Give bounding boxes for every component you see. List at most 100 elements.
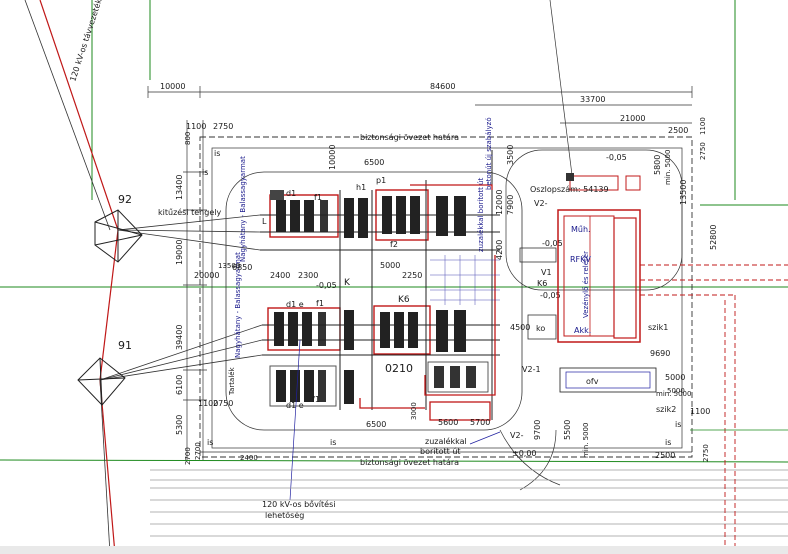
min5000-b: min. 5000	[582, 423, 590, 458]
dim-2750-tr: 2750	[699, 142, 707, 160]
dim-4500: 4500	[510, 323, 530, 332]
tower-92	[94, 209, 143, 263]
dim-52800: 52800	[709, 225, 718, 250]
v2-top-label: V2-	[534, 199, 548, 208]
v1-label: V1	[541, 268, 552, 277]
kituzesi-label: kitűzési tengely	[158, 207, 221, 217]
label-bay-0210: 0210	[385, 362, 413, 375]
bay-label-lower: Nagyhátany - Balassagyarmat	[234, 252, 242, 358]
dim-10000-mid: 10000	[328, 145, 337, 170]
dim-5700: 5700	[470, 418, 490, 427]
dim-9690: 9690	[650, 349, 670, 358]
v2-mid-label: V2-1	[522, 365, 541, 374]
vezerlo-label: Vezénylő és relétér	[581, 251, 590, 318]
level-neg005-a: -0,05	[316, 281, 337, 290]
line-120kv-label: 120 kV-os távvezeték	[67, 0, 103, 83]
transmission-line-wires	[24, 0, 263, 554]
dim-39400: 39400	[175, 325, 184, 350]
dim-800: 800	[184, 132, 192, 145]
dim-5000-r2: 5000	[667, 387, 685, 395]
level-neg005-d: -0,05	[542, 239, 563, 248]
tower-91-label: 91	[118, 339, 132, 352]
dim-5000-r1: 5000	[665, 373, 685, 382]
label-k6-mid: K6	[398, 295, 410, 305]
szik2-label: szik2	[656, 405, 676, 414]
label-d1-b: d1 e	[286, 300, 304, 309]
v2-bottom-label: V2-	[510, 431, 524, 440]
dim-2700: 2700	[184, 447, 192, 465]
tower-91	[77, 357, 126, 406]
dim-33700: 33700	[580, 95, 605, 104]
dim-5500: 5500	[563, 420, 572, 440]
dim-5000-mid: 5000	[380, 261, 400, 270]
red-cable-route	[359, 184, 496, 421]
is-label-3: is	[207, 438, 213, 447]
dim-2400-a: 2400	[270, 271, 290, 280]
dim-5800: 5800	[653, 155, 662, 175]
dim-10000: 10000	[160, 82, 185, 91]
dim-13500: 13500	[218, 262, 240, 270]
dim-2700-b: 2700	[194, 442, 202, 460]
dim-21000: 21000	[620, 114, 645, 123]
transmission-line-120kv	[39, 0, 119, 554]
dim-9700: 9700	[533, 420, 542, 440]
security-zone-label-bottom: biztonsági övezet határa	[360, 458, 459, 467]
label-p1: p1	[376, 176, 386, 185]
ko-label: ko	[536, 324, 545, 333]
dim-6500-top: 6500	[364, 158, 384, 167]
dim-2750-top: 2750	[213, 122, 233, 131]
label-h1: h1	[356, 183, 366, 192]
switchgear-bays-middle	[267, 305, 466, 355]
dim-12000: 12000	[495, 190, 504, 215]
ofv-tank	[559, 367, 657, 393]
min5000-c: min. 5000	[656, 390, 691, 398]
dim-2400-b: 2400	[240, 454, 258, 462]
label-f1-b: f1	[316, 299, 324, 308]
dim-2500-br: 2500	[655, 451, 675, 460]
label-f1-a: f1	[314, 193, 322, 202]
leader-line-top	[549, 0, 573, 176]
dim-1100-tr: 1100	[699, 117, 707, 135]
label-f1-c: f1	[312, 395, 320, 404]
dim-3000: 3000	[410, 402, 418, 420]
oszloszam-label: Oszlopszám: 54139	[530, 185, 609, 194]
betonut-label-vertical: betonút új szabályzó	[485, 117, 493, 190]
level-000: ±0,00	[512, 449, 537, 458]
bovitesi-label-1: 120 kV-os bővítési	[262, 499, 335, 509]
label-d1-a: d1	[286, 189, 296, 198]
is-label-6: is	[665, 438, 671, 447]
bottom-road-tracks	[150, 469, 788, 537]
dim-2300: 2300	[298, 271, 318, 280]
muhely-label: Műh.	[571, 225, 591, 234]
dim-2750-left: 2750	[213, 399, 233, 408]
label-f2: f2	[390, 240, 398, 249]
tower-marker	[566, 173, 574, 181]
bottom-scrollbar[interactable]	[0, 546, 788, 554]
label-d1-c: d1 e	[286, 401, 304, 410]
top-dimension-lines	[147, 86, 693, 124]
dim-5600: 5600	[438, 418, 458, 427]
dim-7900: 7900	[506, 195, 515, 215]
transformer-area	[427, 361, 489, 393]
left-dimension-lines	[183, 120, 207, 460]
tower-92-label: 92	[118, 193, 132, 206]
boritott-ut-label: borított út	[420, 447, 461, 456]
label-k-left: K	[344, 278, 351, 288]
is-label-5: is	[675, 420, 681, 429]
tartalek-label: Tartalék	[228, 366, 236, 396]
dim-6100: 6100	[175, 375, 184, 395]
is-label-2: is	[202, 168, 208, 177]
dim-2250: 2250	[402, 271, 422, 280]
ofv-label: ofv	[586, 377, 599, 386]
min5000-a: min. 5000	[664, 150, 672, 185]
busbar-lines	[260, 150, 500, 420]
dim-1100-br: 1100	[690, 407, 710, 416]
grid-mesh	[430, 255, 500, 305]
internal-road	[225, 171, 523, 431]
dim-84600: 84600	[430, 82, 455, 91]
rfkv-label: RFKV	[570, 255, 591, 264]
dim-1100-left: 1100	[198, 399, 218, 408]
ko-box	[527, 314, 557, 340]
dim-13500-right: 13500	[679, 180, 688, 205]
